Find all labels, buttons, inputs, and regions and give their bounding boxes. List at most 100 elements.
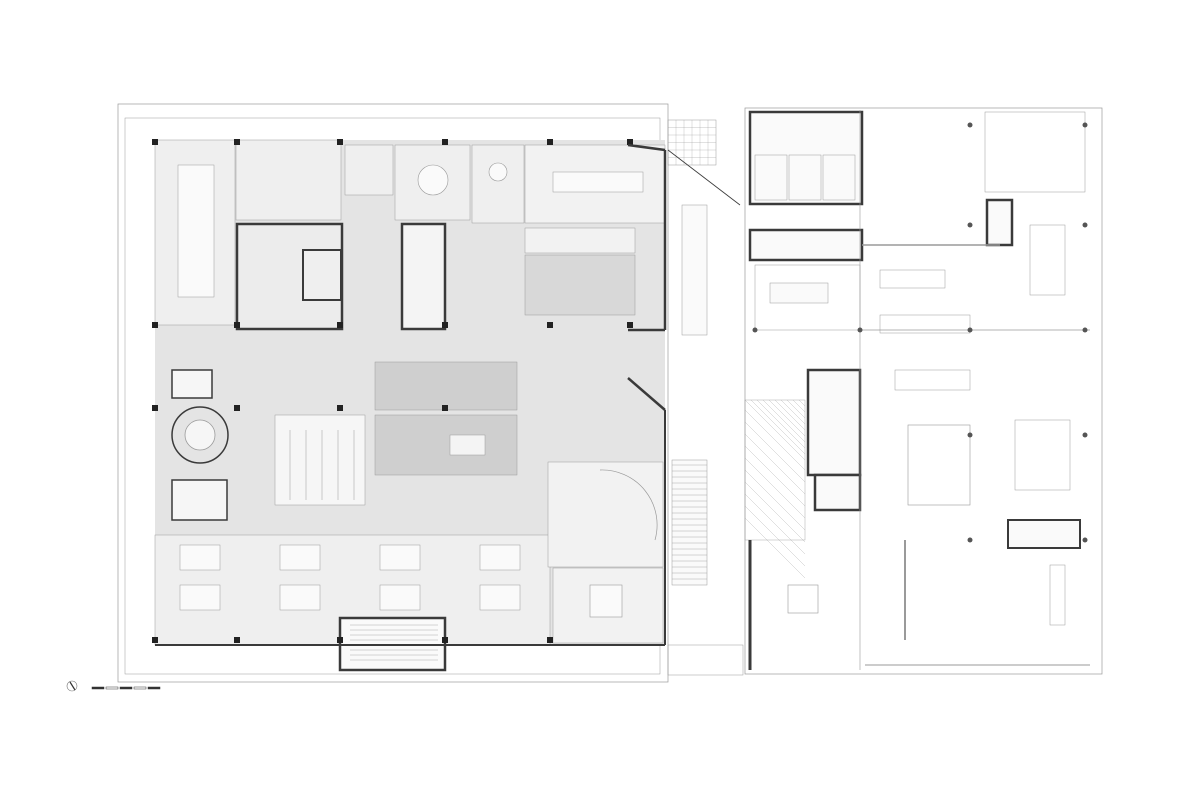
column — [857, 327, 863, 333]
tiered-seating — [274, 414, 366, 506]
wc-block — [748, 110, 864, 206]
desk-cluster — [479, 544, 521, 571]
column — [627, 322, 633, 328]
desk-cluster — [279, 544, 321, 571]
column — [547, 637, 553, 643]
column — [967, 432, 973, 438]
circular-lounge — [171, 406, 229, 464]
column — [752, 327, 758, 333]
column — [967, 537, 973, 543]
lounge-dark — [524, 254, 636, 316]
tile — [780, 399, 806, 425]
column — [967, 327, 973, 333]
workbenches — [1014, 419, 1071, 491]
column — [967, 222, 973, 228]
stair-flight — [681, 204, 708, 336]
wc-stall — [822, 154, 856, 201]
scale-bar-segment — [119, 686, 133, 690]
column — [234, 637, 240, 643]
column — [1082, 222, 1088, 228]
service-core — [748, 228, 864, 262]
wall — [627, 377, 666, 411]
lift — [302, 249, 342, 301]
tile — [792, 399, 806, 413]
tile — [744, 445, 806, 507]
machine-room — [907, 424, 971, 506]
conference-table — [177, 164, 215, 298]
stair-flight — [671, 459, 708, 586]
tile — [744, 421, 806, 483]
office — [344, 144, 394, 196]
meeting-room — [984, 111, 1086, 193]
tile — [774, 399, 806, 431]
tile — [762, 399, 806, 443]
column — [337, 322, 343, 328]
tile — [744, 481, 806, 543]
central-corridor — [667, 119, 744, 676]
square-table — [589, 584, 623, 618]
booth — [171, 369, 213, 399]
equipment — [1007, 519, 1081, 549]
desk-cluster — [179, 544, 221, 571]
tile — [744, 457, 806, 519]
long-table — [552, 171, 644, 193]
bench — [879, 314, 971, 334]
meeting-room — [471, 144, 525, 224]
stair-core — [806, 368, 862, 477]
column — [234, 322, 240, 328]
desk-cluster — [279, 584, 321, 611]
counter — [1029, 224, 1066, 296]
column — [152, 322, 158, 328]
column — [337, 405, 343, 411]
bench — [769, 282, 829, 304]
booth — [171, 479, 228, 521]
scale-bar-segment — [105, 686, 119, 690]
circular-table — [184, 419, 216, 451]
column — [547, 139, 553, 145]
tile — [744, 493, 806, 555]
seating-arc — [599, 469, 658, 541]
column — [152, 139, 158, 145]
column — [442, 637, 448, 643]
round-table — [417, 164, 449, 196]
column — [1082, 432, 1088, 438]
desk-cluster — [379, 584, 421, 611]
kitchen — [374, 414, 518, 476]
event-space — [547, 461, 664, 568]
column — [627, 139, 633, 145]
column — [442, 322, 448, 328]
bench — [879, 269, 946, 289]
entrance — [667, 644, 744, 676]
tile — [750, 399, 806, 455]
tile — [744, 517, 806, 579]
tile — [744, 505, 806, 567]
tile — [744, 399, 806, 461]
stair-core — [400, 222, 447, 331]
lift — [813, 473, 862, 512]
kitchen-counter — [524, 227, 636, 254]
tile — [798, 399, 806, 407]
tile — [786, 399, 806, 419]
north-arrow-circle — [66, 680, 78, 692]
wc-stall — [788, 154, 822, 201]
tile — [756, 399, 806, 449]
rack — [1049, 564, 1066, 626]
desk-cluster — [179, 584, 221, 611]
bench — [894, 369, 971, 391]
column — [1082, 122, 1088, 128]
island — [449, 434, 486, 456]
scale-legend — [66, 680, 161, 692]
tile — [744, 409, 806, 471]
column — [234, 405, 240, 411]
outer-boundary — [744, 107, 1103, 675]
tile — [768, 399, 806, 437]
desk-cluster — [379, 544, 421, 571]
scale-bar-segment — [147, 686, 161, 690]
column — [442, 139, 448, 145]
desk-cluster — [479, 584, 521, 611]
column — [337, 637, 343, 643]
column — [1082, 327, 1088, 333]
column — [547, 322, 553, 328]
column — [337, 139, 343, 145]
